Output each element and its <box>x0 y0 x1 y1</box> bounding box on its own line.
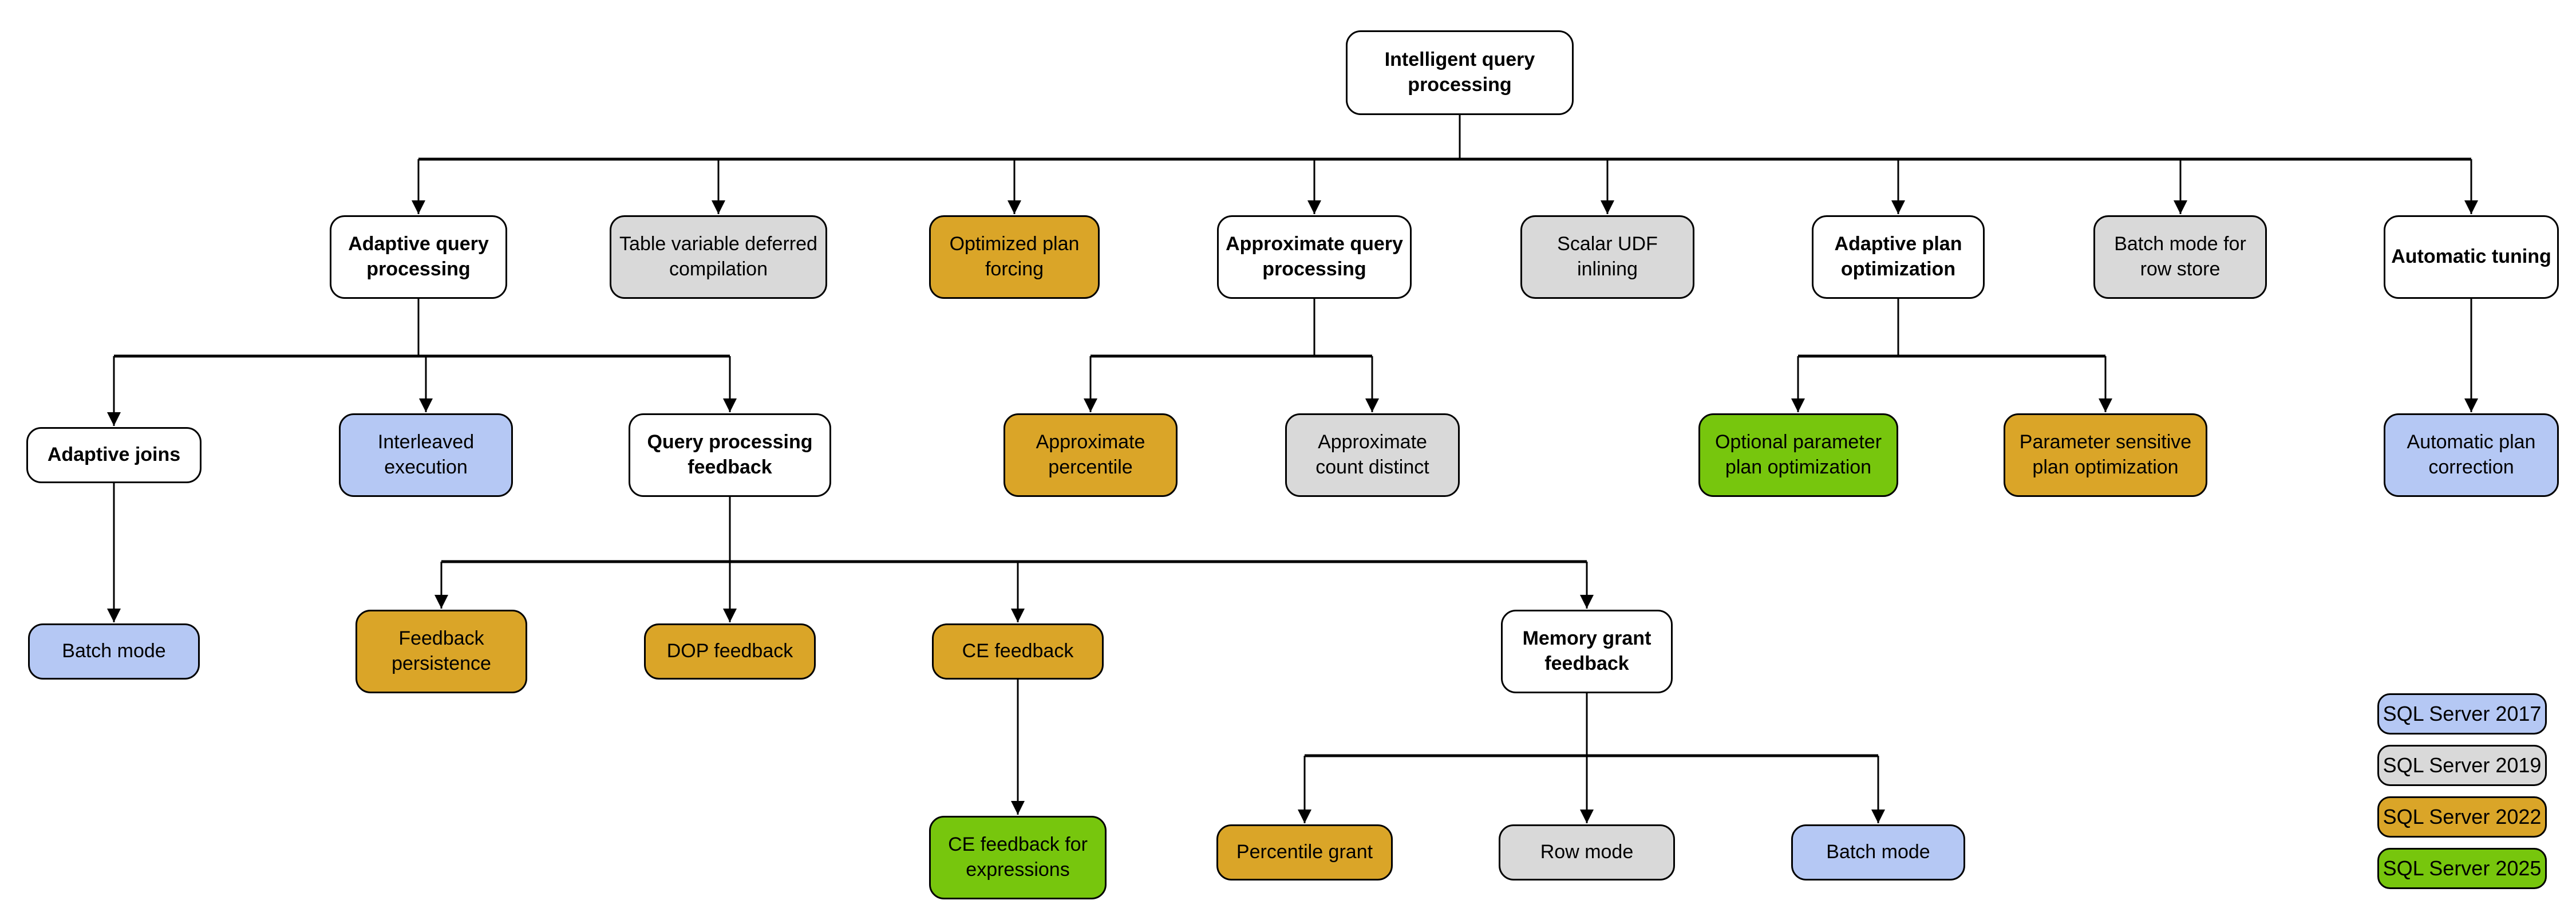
node-adaptive-plan-optimization: Adaptive plan optimization <box>1812 215 1985 299</box>
node-dop-feedback: DOP feedback <box>644 623 816 680</box>
node-optimized-plan-forcing: Optimized plan forcing <box>929 215 1100 299</box>
node-parameter-sensitive-plan-optimization: Parameter sensitive plan optimization <box>2004 413 2207 497</box>
node-optional-parameter-plan-optimization: Optional parameter plan optimization <box>1698 413 1898 497</box>
node-ce-feedback: CE feedback <box>932 623 1104 680</box>
connectors-adaptive-plan-optimization <box>1791 299 2112 412</box>
node-row-mode: Row mode <box>1499 824 1675 881</box>
node-ce-feedback-for-expressions: CE feedback for expressions <box>929 816 1107 899</box>
node-batch-mode-adaptive-joins: Batch mode <box>28 623 200 680</box>
node-memory-grant-feedback: Memory grant feedback <box>1501 610 1673 693</box>
node-table-variable-deferred-compilation: Table variable deferred compilation <box>610 215 827 299</box>
node-approximate-percentile: Approximate percentile <box>1003 413 1178 497</box>
node-batch-mode-memory-grant: Batch mode <box>1791 824 1965 881</box>
connectors-approximate-query-processing <box>1084 299 1379 412</box>
node-approximate-count-distinct: Approximate count distinct <box>1285 413 1460 497</box>
node-percentile-grant: Percentile grant <box>1216 824 1393 881</box>
connectors-memory-grant-feedback <box>1298 693 1885 823</box>
node-feedback-persistence: Feedback persistence <box>355 610 527 693</box>
legend-item-sql-server-2019: SQL Server 2019 <box>2377 745 2547 786</box>
legend-item-sql-server-2025: SQL Server 2025 <box>2377 848 2547 889</box>
node-query-processing-feedback: Query processing feedback <box>629 413 831 497</box>
node-intelligent-query-processing: Intelligent query processing <box>1346 30 1574 115</box>
node-batch-mode-for-row-store: Batch mode for row store <box>2093 215 2267 299</box>
node-automatic-tuning: Automatic tuning <box>2384 215 2559 299</box>
connectors-root <box>412 115 2478 214</box>
legend-item-sql-server-2022: SQL Server 2022 <box>2377 796 2547 838</box>
node-scalar-udf-inlining: Scalar UDF inlining <box>1520 215 1694 299</box>
node-adaptive-joins: Adaptive joins <box>26 427 202 483</box>
connectors-adaptive-query-processing <box>107 299 737 426</box>
node-approximate-query-processing: Approximate query processing <box>1217 215 1412 299</box>
connectors-query-processing-feedback <box>434 497 1594 622</box>
node-automatic-plan-correction: Automatic plan correction <box>2384 413 2559 497</box>
node-interleaved-execution: Interleaved execution <box>339 413 513 497</box>
node-adaptive-query-processing: Adaptive query processing <box>330 215 507 299</box>
legend-item-sql-server-2017: SQL Server 2017 <box>2377 693 2547 735</box>
